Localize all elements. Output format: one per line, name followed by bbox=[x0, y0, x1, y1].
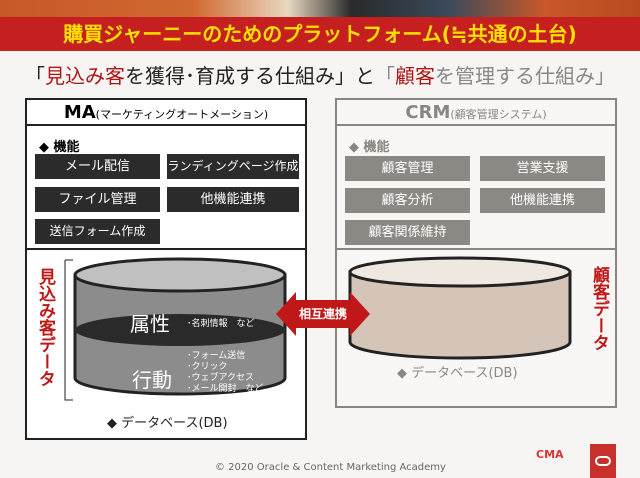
crm-title-sub: (顧客管理システム) bbox=[450, 108, 547, 121]
ma-side-label: 見込み客データ bbox=[35, 268, 55, 387]
copyright: © 2020 Oracle & Content Marketing Academ… bbox=[215, 462, 446, 473]
bidirectional-arrow-icon bbox=[276, 292, 370, 336]
ma-feature: ランディングページ作成 bbox=[167, 154, 299, 179]
crm-feature: 顧客分析 bbox=[345, 188, 470, 213]
subtitle: 「見込み客を獲得･育成する仕組み」と「顧客を管理する仕組み」 bbox=[0, 60, 640, 89]
subtitle-part: 「 bbox=[25, 64, 45, 88]
subtitle-part: を管理する仕組み」 bbox=[435, 64, 615, 88]
cma-logo: CMA bbox=[536, 448, 564, 461]
crm-side-label: 顧客データ bbox=[589, 266, 609, 351]
ma-title-sub: (マーケティングオートメーション) bbox=[95, 108, 269, 121]
ma-db-label: ◆ データベース(DB) bbox=[107, 416, 228, 431]
crm-panel: CRM(顧客管理システム) ◆ 機能 顧客管理 営業支援 顧客分析 他機能連携 … bbox=[335, 98, 617, 408]
subtitle-part: を獲得･育成する仕組み」と bbox=[125, 64, 375, 88]
ma-feature: 他機能連携 bbox=[167, 187, 299, 212]
ma-panel: MA(マーケティングオートメーション) ◆ 機能 メール配信 ランディングページ… bbox=[25, 98, 307, 440]
note: ･メール開封 など bbox=[187, 384, 264, 394]
divider bbox=[27, 248, 305, 250]
subtitle-highlight: 見込み客 bbox=[45, 64, 125, 88]
db-attribute-note: ･名刺情報 など bbox=[187, 319, 255, 329]
ma-title-text: MA bbox=[63, 102, 96, 123]
link-label: 相互連携 bbox=[298, 307, 347, 321]
note: ･フォーム送信 bbox=[187, 351, 246, 361]
subtitle-part: 「 bbox=[375, 64, 395, 88]
subtitle-highlight: 顧客 bbox=[395, 64, 435, 88]
ma-title: MA(マーケティングオートメーション) bbox=[27, 100, 305, 126]
crm-title: CRM(顧客管理システム) bbox=[337, 100, 615, 126]
note: ･クリック bbox=[187, 362, 228, 372]
crm-feature: 顧客管理 bbox=[345, 156, 470, 181]
crm-feature: 顧客関係維持 bbox=[345, 220, 470, 245]
ma-feature: ファイル管理 bbox=[35, 187, 160, 212]
crm-feature: 他機能連携 bbox=[480, 188, 605, 213]
ma-feature: 送信フォーム作成 bbox=[35, 219, 160, 244]
ma-feature: メール配信 bbox=[35, 154, 160, 179]
crm-db-label: ◆ データベース(DB) bbox=[397, 366, 518, 381]
ma-database-cylinder bbox=[64, 257, 287, 401]
ma-features-label: ◆ 機能 bbox=[39, 140, 80, 155]
crm-feature: 営業支援 bbox=[480, 156, 605, 181]
db-attribute-label: 属性 bbox=[130, 312, 170, 336]
note: ･ウェブアクセス bbox=[187, 373, 255, 383]
crm-features-label: ◆ 機能 bbox=[349, 140, 390, 155]
divider bbox=[337, 248, 615, 250]
oracle-logo-icon bbox=[590, 444, 616, 478]
crm-database-cylinder bbox=[348, 256, 572, 360]
page-title: 購買ジャーニーのためのプラットフォーム(≒共通の土台) bbox=[0, 17, 640, 51]
db-behavior-label: 行動 bbox=[132, 368, 172, 392]
crm-title-text: CRM bbox=[405, 102, 451, 123]
header-artwork bbox=[0, 0, 640, 17]
db-behavior-notes: ･フォーム送信･クリック･ウェブアクセス･メール開封 など bbox=[187, 351, 264, 395]
